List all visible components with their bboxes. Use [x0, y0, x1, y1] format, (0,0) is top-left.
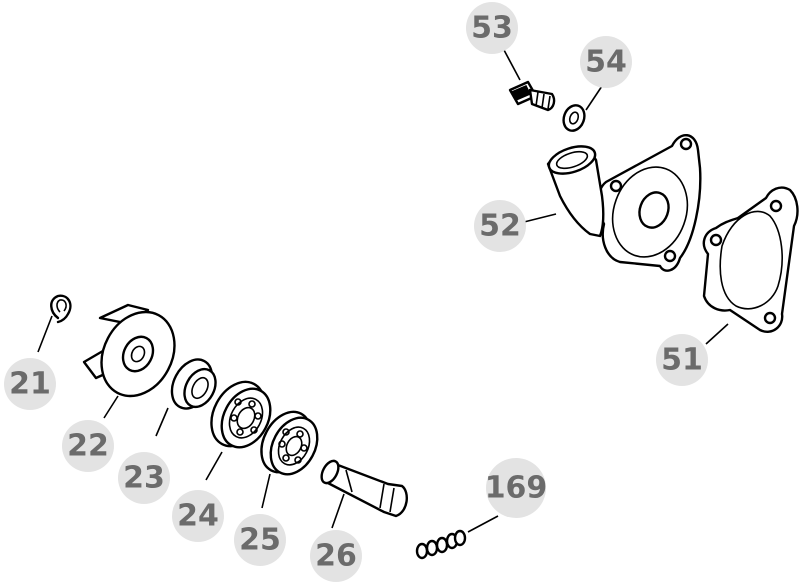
- part-21-circlip: [50, 294, 72, 324]
- callout-26: 26: [310, 530, 362, 582]
- part-54-washer: [562, 104, 586, 132]
- svg-text:52: 52: [479, 209, 521, 244]
- part-169-spring: [415, 529, 467, 560]
- callout-25: 25: [234, 514, 286, 566]
- part-52-pump-cover: [546, 134, 702, 272]
- svg-text:51: 51: [661, 343, 703, 378]
- leader-26: [331, 493, 345, 529]
- leader-24: [205, 451, 223, 481]
- callout-21: 21: [4, 358, 56, 410]
- part-53-bolt: [508, 80, 556, 112]
- callout-23: 23: [118, 452, 170, 504]
- leader-21: [37, 315, 53, 353]
- svg-text:54: 54: [585, 45, 627, 80]
- leader-53: [503, 49, 521, 81]
- part-22-impeller: [82, 303, 176, 398]
- svg-text:22: 22: [67, 429, 109, 464]
- callout-53: 53: [466, 2, 518, 54]
- leader-54: [585, 85, 603, 111]
- leader-22: [103, 395, 119, 419]
- svg-text:169: 169: [485, 471, 548, 506]
- part-51-gasket: [702, 186, 799, 333]
- svg-text:24: 24: [177, 499, 219, 534]
- leader-169: [467, 515, 499, 533]
- svg-text:26: 26: [315, 539, 357, 574]
- svg-text:21: 21: [9, 367, 51, 402]
- svg-text:23: 23: [123, 461, 165, 496]
- callout-22: 22: [62, 420, 114, 472]
- leader-52: [523, 213, 557, 223]
- leader-lines: [37, 49, 729, 533]
- callout-51: 51: [656, 334, 708, 386]
- part-25-bearing: [260, 410, 319, 476]
- callout-54: 54: [580, 36, 632, 88]
- leader-23: [155, 407, 169, 437]
- callout-52: 52: [474, 200, 526, 252]
- part-23-seal: [170, 358, 217, 410]
- svg-text:53: 53: [471, 11, 513, 46]
- leader-25: [261, 473, 271, 509]
- part-24-bearing: [210, 380, 272, 449]
- callout-169: 169: [485, 458, 548, 518]
- leader-51: [705, 323, 729, 345]
- callout-24: 24: [172, 490, 224, 542]
- part-26-shaft: [320, 459, 408, 518]
- svg-text:25: 25: [239, 523, 281, 558]
